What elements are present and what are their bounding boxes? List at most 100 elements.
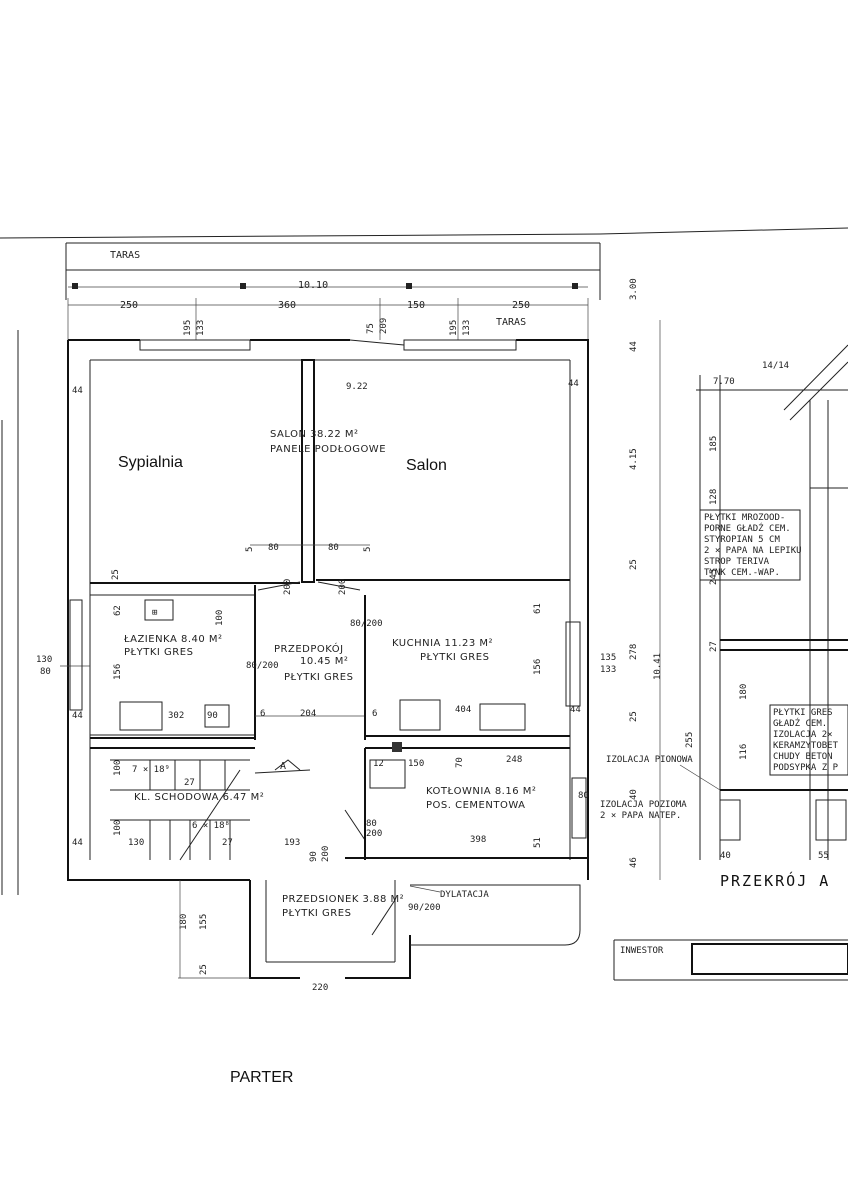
kuchnia-156: 156 [533, 659, 543, 675]
sec-128: 128 [709, 489, 719, 505]
vert-415: 4.15 [629, 448, 639, 470]
przedpokoj-finish: PŁYTKI GRES [284, 672, 353, 683]
kotlownia-title: KOTŁOWNIA 8.16 M² [426, 786, 536, 797]
section-title: PRZEKRÓJ A [720, 871, 830, 890]
przedsionek-room: PRZEDSIONEK 3.88 M² PŁYTKI GRES 90/200 D… [178, 880, 581, 993]
vert-44: 44 [629, 341, 639, 352]
stairs-100b: 100 [113, 820, 123, 836]
stairs-44: 44 [72, 838, 83, 848]
floor-spec-5: CHUDY BETON [773, 752, 833, 762]
cross-section: 7.70 14/14 185 128 245 27 180 116 PŁYTKI… [600, 344, 848, 890]
top-dim-3: 150 [407, 300, 425, 311]
right-133: 133 [600, 665, 616, 675]
top-small-2: 133 [196, 320, 206, 336]
floor-spec-4: KERAMZYTOBET [773, 741, 839, 751]
roof-spec-2: PORNE GŁADŹ CEM. [704, 522, 791, 534]
floor-spec-3: IZOLACJA 2× [773, 730, 833, 740]
vertical-dims: 3.00 44 4.15 25 278 10.41 25 255 40 46 [629, 278, 695, 880]
taras-inner-label: TARAS [496, 317, 526, 328]
taras-top-label: TARAS [110, 250, 140, 261]
przedsionek-door: 90/200 [408, 903, 441, 913]
kotlownia-finish: POS. CEMENTOWA [426, 800, 526, 811]
stairs-130: 130 [128, 838, 144, 848]
dim-25: 25 [111, 569, 121, 580]
przedpokoj-area: 10.45 M² [300, 656, 348, 667]
top-dim-4: 250 [512, 300, 530, 311]
lazienka-room: ⊞ ŁAZIENKA 8.40 M² PŁYTKI GRES 156 302 9… [36, 569, 256, 740]
left-80: 80 [40, 667, 51, 677]
dim-44a: 44 [72, 711, 83, 721]
przed-25: 25 [199, 964, 209, 975]
floor-spec-6: PODSYPKA Z P [773, 763, 839, 773]
sypialnia-label: Sypialnia [118, 454, 183, 471]
stairs-steps-1: 7 × 18⁹ [132, 765, 170, 775]
door-5b: 5 [363, 547, 373, 552]
top-small-6: 133 [462, 320, 472, 336]
kotlownia-70: 70 [455, 757, 465, 768]
lazienka-finish: PŁYTKI GRES [124, 647, 193, 658]
vert-25: 25 [629, 559, 639, 570]
vert-46: 46 [629, 857, 639, 868]
kuchnia-404: 404 [455, 705, 471, 715]
salon-label: Salon [406, 457, 447, 474]
lazienka-62: 62 [113, 605, 123, 616]
lazienka-90: 90 [207, 711, 218, 721]
top-small-5: 195 [449, 320, 459, 336]
izolacja-pionowa: IZOLACJA PIONOWA [606, 755, 693, 765]
kuchnia-title: KUCHNIA 11.23 M² [392, 638, 493, 649]
sec-185: 185 [709, 436, 719, 452]
sec-40: 40 [720, 851, 731, 861]
vert-1041: 10.41 [653, 653, 663, 680]
sec-180: 180 [739, 684, 749, 700]
dim-193: 193 [284, 838, 300, 848]
outer-walls [67, 339, 589, 881]
roof-spec-1: PŁYTKI MROZOOD- [704, 513, 785, 523]
izolacja-pozioma: IZOLACJA POZIOMA [600, 800, 687, 810]
sec-770: 7.70 [713, 377, 735, 387]
sec-27: 27 [709, 641, 719, 652]
salon-title: SALON 38.22 M² [270, 429, 359, 440]
kotlownia-248: 248 [506, 755, 522, 765]
kotlownia-398: 398 [470, 835, 486, 845]
vert-278: 278 [629, 644, 639, 660]
door-80a: 80 [268, 543, 279, 553]
vert-255: 255 [685, 732, 695, 748]
dim-200d: 200 [366, 829, 382, 839]
sheet-frame [0, 227, 848, 895]
przed-155: 155 [199, 914, 209, 930]
floor-spec-1: PŁYTKI GRES [773, 708, 833, 718]
roof-spec-4: 2 × PAPA NA LEPIKU [704, 546, 802, 556]
side-922: 9.22 [346, 382, 368, 392]
kotlownia-room: KOTŁOWNIA 8.16 M² POS. CEMENTOWA 248 398… [345, 742, 589, 860]
sink-icon: ⊞ [152, 608, 157, 618]
stairs-room: 7 × 18⁹ 27 KL. SCHODOWA 6.47 M² 6 × 18⁸ … [72, 747, 264, 861]
vert-300: 3.00 [629, 278, 639, 300]
title-block: INWESTOR [613, 939, 848, 981]
przedpokoj-room: 200 200 80/200 PRZEDPOKÓJ 10.45 M² 80/20… [246, 579, 383, 719]
side-44: 44 [72, 386, 83, 396]
lazienka-title: ŁAZIENKA 8.40 M² [123, 634, 223, 645]
left-130: 130 [36, 655, 52, 665]
lower-hall: 193 90 200 80 200 [284, 809, 382, 862]
salon-finish: PANELE PODŁOGOWE [270, 444, 386, 455]
przedpokoj-title: PRZEDPOKÓJ [274, 642, 344, 655]
kuchnia-61: 61 [533, 603, 543, 614]
przedpokoj-door: 80/200 [246, 661, 279, 671]
dim-200c: 200 [321, 846, 331, 862]
dim-200b: 200 [338, 579, 348, 595]
stairs-title: KL. SCHODOWA 6.47 M² [134, 792, 264, 803]
kuchnia-room: KUCHNIA 11.23 M² PŁYTKI GRES 156 404 61 … [364, 595, 616, 740]
przedsionek-title: PRZEDSIONEK 3.88 M² [282, 894, 404, 905]
roof-spec-3: STYROPIAN 5 CM [704, 535, 780, 545]
dim-204: 204 [300, 709, 316, 719]
top-small-4: 209 [379, 318, 389, 334]
salon-room: SALON 38.22 M² PANELE PODŁOGOWE Sypialni… [118, 429, 447, 553]
roof-spec-5: STROP TERIVA [704, 557, 770, 567]
kotlownia-150: 150 [408, 759, 424, 769]
top-small-3: 75 [366, 323, 376, 334]
papa-nate: 2 × PAPA NATEP. [600, 811, 681, 821]
sec-116: 116 [739, 744, 749, 760]
roof-spec-6: TYNK CEM.-WAP. [704, 568, 780, 578]
floor-spec: PŁYTKI GRES GŁADŹ CEM. IZOLACJA 2× KERAM… [769, 704, 848, 776]
door-80b: 80 [328, 543, 339, 553]
